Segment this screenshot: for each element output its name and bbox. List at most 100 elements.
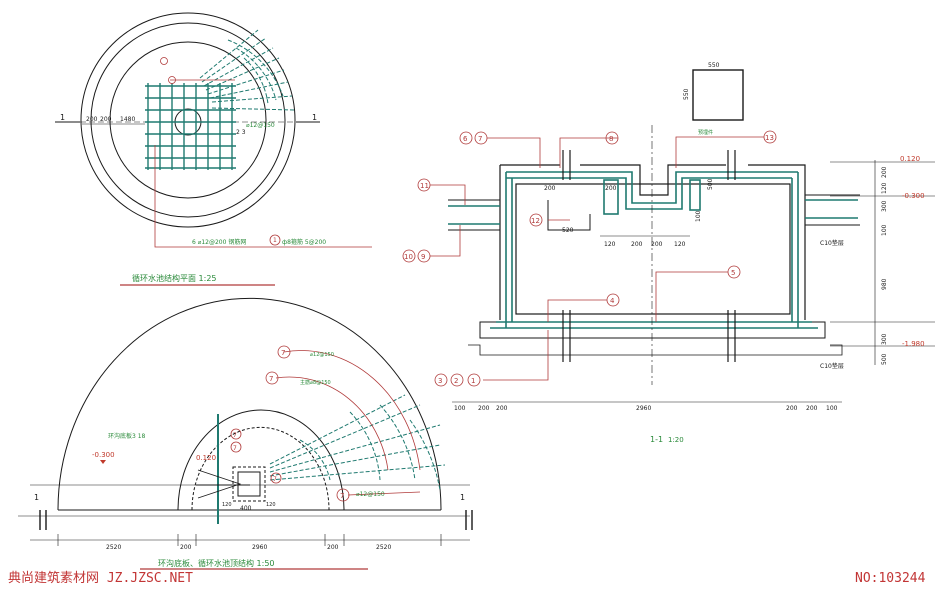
- svg-text:10: 10: [404, 253, 413, 261]
- svg-text:200: 200: [605, 185, 617, 192]
- section-scale: 1:20: [668, 436, 684, 444]
- section-title: 1-1: [650, 435, 663, 444]
- elev-neg1980: -1.980: [902, 340, 925, 348]
- svg-text:120: 120: [266, 502, 276, 508]
- elev-neg0300: -0.300: [902, 192, 925, 200]
- top-plan-text: 1 1 200 200 1480 ⌀12@150 2 3 6 ⌀12@200 钢…: [60, 57, 326, 286]
- dim-2960: 2960: [252, 544, 267, 551]
- svg-text:13: 13: [765, 134, 774, 142]
- svg-text:300: 300: [881, 200, 888, 212]
- bottom-plan: [18, 297, 473, 546]
- bottom-label-3: 主筋⌀8@150: [300, 379, 331, 386]
- svg-text:7: 7: [340, 492, 344, 500]
- section-mark-right: 1: [312, 113, 317, 122]
- svg-text:120: 120: [222, 502, 232, 508]
- svg-text:200: 200: [478, 405, 490, 412]
- svg-text:9: 9: [421, 253, 425, 261]
- top-plan: [55, 12, 372, 248]
- c10-lower: C10垫层: [820, 362, 844, 370]
- label-23: 2 3: [236, 129, 246, 136]
- section-1-1: [430, 69, 935, 403]
- dim-2520-left: 2520: [106, 544, 121, 551]
- dim-400: 400: [240, 505, 252, 512]
- dim-200-left: 200: [180, 544, 192, 551]
- svg-text:7: 7: [273, 476, 277, 483]
- svg-text:200: 200: [881, 166, 888, 178]
- section-text: 550 550 6 7 8 13 11 10 9 12 4 5 3 2 1 0.…: [402, 62, 925, 444]
- elev-120: 0.120: [196, 454, 216, 462]
- svg-text:1: 1: [273, 237, 277, 244]
- svg-text:3: 3: [438, 377, 442, 385]
- svg-text:200: 200: [631, 241, 643, 248]
- bottom-plan-text: 1 1 -0.300 0.120 环沟底板3 18 ⌀12@150 主筋⌀8@1…: [34, 345, 465, 570]
- svg-text:500: 500: [881, 353, 888, 365]
- svg-text:7: 7: [269, 375, 273, 383]
- bottom-section-mark-right: 1: [460, 493, 465, 502]
- inner-arc-dashed: [191, 426, 330, 511]
- elev-neg-300: -0.300: [92, 451, 115, 459]
- bottom-plan-title: 环沟底板、循环水池顶结构 1:50: [158, 558, 275, 568]
- manhole-cover-box: [692, 69, 744, 121]
- svg-text:100: 100: [826, 405, 838, 412]
- dim-1480: 1480: [120, 116, 135, 123]
- bottom-label-1: 环沟底板3 18: [108, 432, 146, 440]
- svg-text:100: 100: [881, 224, 888, 236]
- watermark-right: NO:103244: [855, 571, 926, 586]
- svg-text:200: 200: [806, 405, 818, 412]
- dim-2520-right: 2520: [376, 544, 391, 551]
- svg-text:100: 100: [695, 210, 702, 222]
- svg-text:100: 100: [454, 405, 466, 412]
- svg-text:7: 7: [281, 349, 285, 357]
- dim-200-a: 200: [86, 116, 98, 123]
- svg-text:5: 5: [731, 269, 735, 277]
- box-height: 550: [683, 88, 690, 100]
- svg-text:980: 980: [881, 278, 888, 290]
- elev-0120: 0.120: [900, 155, 920, 163]
- svg-text:7: 7: [478, 135, 482, 143]
- bottom-radial-rebar: [269, 394, 446, 491]
- svg-text:7: 7: [233, 445, 237, 452]
- svg-text:120: 120: [674, 241, 686, 248]
- rebar-label-150: ⌀12@150: [246, 122, 275, 129]
- svg-text:200: 200: [651, 241, 663, 248]
- pool-chamber: [515, 183, 791, 315]
- bottom-label-4: ⌀12@150: [310, 352, 334, 358]
- rebar-grid: [145, 83, 236, 170]
- dim-200-right: 200: [327, 544, 339, 551]
- svg-text:500: 500: [707, 178, 714, 190]
- svg-text:200: 200: [544, 185, 556, 192]
- rebar-note-2: ф8箍筋 5@200: [282, 238, 326, 246]
- rebar-note: 6 ⌀12@200 钢筋网: [192, 238, 246, 246]
- svg-text:2960: 2960: [636, 405, 651, 412]
- svg-text:200: 200: [496, 405, 508, 412]
- svg-text:520: 520: [562, 227, 574, 234]
- svg-text:2: 2: [454, 377, 458, 385]
- inner-arc: [177, 409, 345, 511]
- dim-200-b: 200: [100, 116, 112, 123]
- outer-ring: [80, 12, 296, 228]
- svg-text:120: 120: [881, 182, 888, 194]
- svg-text:4: 4: [610, 297, 615, 305]
- svg-text:120: 120: [604, 241, 616, 248]
- svg-text:200: 200: [786, 405, 798, 412]
- svg-text:6: 6: [463, 135, 468, 143]
- top-plan-title: 循环水池结构平面 1:25: [132, 273, 217, 283]
- bottom-section-mark-left: 1: [34, 493, 39, 502]
- svg-text:8: 8: [609, 135, 613, 143]
- section-rebar: [448, 171, 858, 329]
- svg-text:1: 1: [471, 377, 475, 385]
- inner-ring: [109, 41, 267, 199]
- svg-text:300: 300: [881, 333, 888, 345]
- box-width: 550: [708, 62, 720, 69]
- top-note: 预埋件: [698, 129, 713, 136]
- section-mark-left: 1: [60, 113, 65, 122]
- svg-text:11: 11: [420, 182, 429, 190]
- svg-text:7: 7: [233, 432, 237, 439]
- c10-upper: C10垫层: [820, 239, 844, 247]
- outer-arc: [57, 297, 442, 511]
- watermark: 典尚建筑素材网 JZ.JZSC.NET NO:103244: [8, 570, 926, 586]
- bottom-label-2: ⌀12@150: [356, 491, 385, 498]
- middle-ring: [90, 22, 286, 218]
- watermark-left: 典尚建筑素材网 JZ.JZSC.NET: [8, 570, 193, 586]
